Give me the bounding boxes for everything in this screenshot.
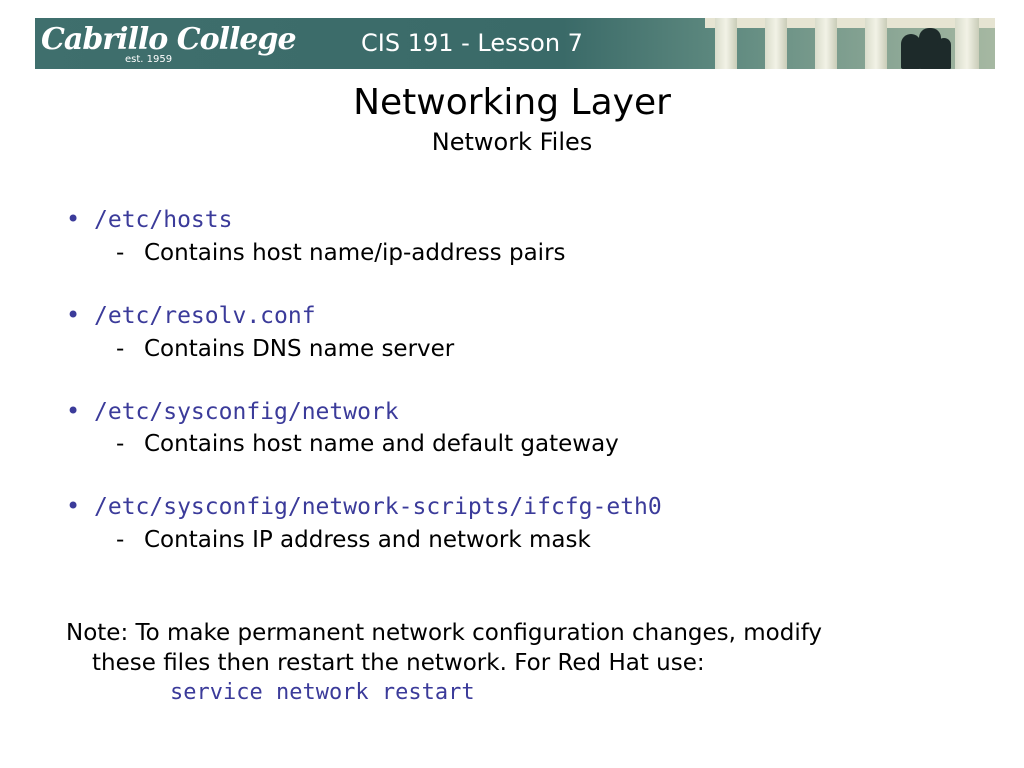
bullet-item: • /etc/resolv.conf [66, 300, 316, 331]
file-path: /etc/resolv.conf [94, 303, 316, 329]
bullet-item: • /etc/sysconfig/network-scripts/ifcfg-et… [66, 491, 662, 522]
note-line-1: Note: To make permanent network configur… [66, 620, 823, 646]
course-title: CIS 191 - Lesson 7 [361, 29, 583, 57]
file-path: /etc/hosts [94, 207, 233, 233]
note-line-2: these files then restart the network. Fo… [92, 650, 705, 676]
logo-established: est. 1959 [125, 54, 173, 65]
sub-item: -Contains host name/ip-address pairs [116, 238, 566, 268]
campus-photo [705, 18, 995, 69]
dash-icon: - [116, 240, 125, 266]
dash-icon: - [116, 527, 125, 553]
dash-icon: - [116, 336, 125, 362]
bullet-item: • /etc/sysconfig/network [66, 396, 399, 427]
sub-item: -Contains host name and default gateway [116, 429, 619, 459]
file-description: Contains DNS name server [144, 336, 455, 362]
file-description: Contains host name and default gateway [144, 431, 619, 457]
slide-title: Networking Layer [353, 82, 671, 123]
file-description: Contains IP address and network mask [144, 527, 591, 553]
bullet-icon: • [66, 301, 81, 329]
header-banner: Cabrillo College est. 1959 CIS 191 - Les… [35, 18, 995, 69]
bullet-icon: • [66, 397, 81, 425]
file-path: /etc/sysconfig/network-scripts/ifcfg-eth… [94, 494, 662, 520]
restart-command: service network restart [170, 680, 475, 705]
file-description: Contains host name/ip-address pairs [144, 240, 566, 266]
sub-item: -Contains DNS name server [116, 334, 454, 364]
slide-subtitle: Network Files [431, 128, 593, 156]
college-logo: Cabrillo College est. 1959 [41, 20, 297, 67]
logo-name: Cabrillo College [41, 22, 297, 57]
bullet-icon: • [66, 205, 81, 233]
bullet-icon: • [66, 492, 81, 520]
file-path: /etc/sysconfig/network [94, 399, 399, 425]
dash-icon: - [116, 431, 125, 457]
sub-item: -Contains IP address and network mask [116, 525, 591, 555]
bullet-item: • /etc/hosts [66, 204, 232, 235]
